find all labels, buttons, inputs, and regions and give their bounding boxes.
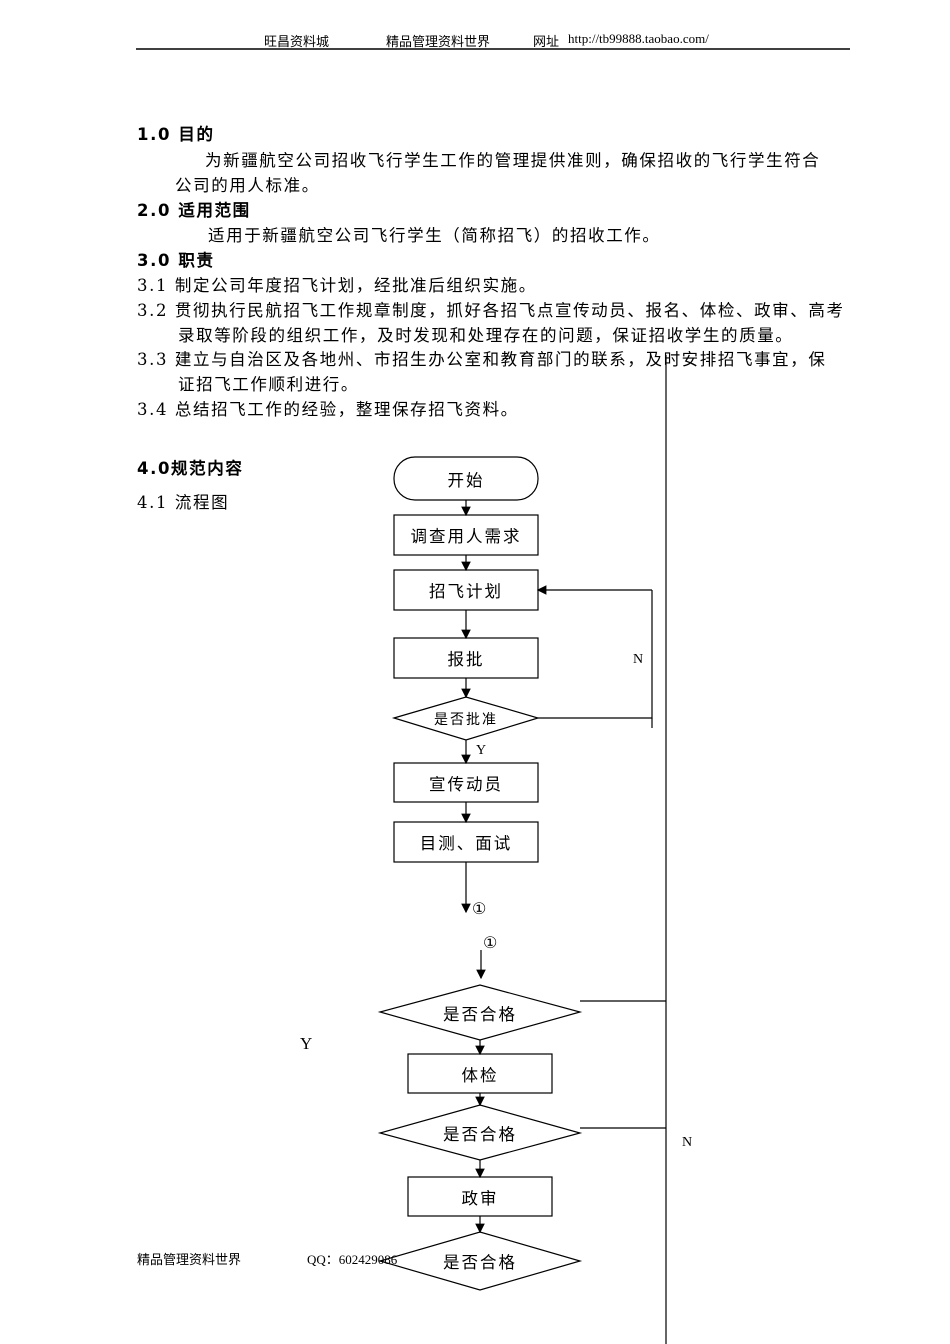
yes-label: Y — [300, 1034, 313, 1053]
no-label: N — [682, 1135, 693, 1150]
step-submit: 报批 — [447, 650, 485, 669]
header-center: 精品管理资料世界 — [386, 34, 491, 49]
list-item: 3.1 制定公司年度招飞计划，经批准后组织实施。 — [137, 276, 537, 295]
decision-qualified: 是否合格 — [443, 1253, 517, 1272]
connector-1: ① — [472, 901, 487, 918]
step-interview: 目测、面试 — [419, 834, 513, 853]
paragraph: 公司的用人标准。 — [175, 176, 320, 195]
footer-left: 精品管理资料世界 — [137, 1252, 242, 1267]
list-item: 3.2 贯彻执行民航招飞工作规章制度，抓好各招飞点宣传动员、报名、体检、政审、高… — [137, 301, 845, 320]
connector-1: ① — [483, 935, 498, 952]
start-node: 开始 — [447, 470, 485, 490]
list-item: 3.3 建立与自治区及各地州、市招生办公室和教育部门的联系，及时安排招飞事宜，保 — [137, 350, 827, 369]
decision-diamond — [377, 1104, 583, 1161]
yes-label: Y — [476, 743, 487, 758]
header-left: 旺昌资料城 — [264, 34, 330, 49]
decision-approved: 是否批准 — [434, 711, 498, 728]
paragraph: 为新疆航空公司招收飞行学生工作的管理提供准则，确保招收的飞行学生符合 — [205, 151, 821, 170]
paragraph: 适用于新疆航空公司飞行学生（简称招飞）的招收工作。 — [208, 226, 661, 245]
section-heading: 3.0 职责 — [137, 251, 215, 270]
decision-diamond — [377, 1231, 583, 1291]
section-heading: 2.0 适用范围 — [137, 201, 251, 220]
section-heading: 4.0规范内容 — [137, 459, 244, 478]
step-survey: 调查用人需求 — [410, 527, 522, 546]
footer-qq: QQ：602429086 — [307, 1252, 398, 1267]
decision-diamond — [377, 984, 583, 1041]
sub-heading: 4.1 流程图 — [137, 493, 230, 512]
list-item: 录取等阶段的组织工作，及时发现和处理存在的问题，保证招收学生的质量。 — [178, 326, 794, 345]
header-url[interactable]: http://tb99888.taobao.com/ — [568, 31, 709, 46]
no-label: N — [633, 652, 644, 667]
list-item: 3.4 总结招飞工作的经验，整理保存招飞资料。 — [137, 400, 519, 419]
step-promote: 宣传动员 — [429, 774, 503, 794]
section-heading: 1.0 目的 — [137, 125, 215, 144]
step-medical: 体检 — [461, 1065, 499, 1085]
decision-qualified: 是否合格 — [443, 1004, 517, 1024]
header-url-label: 网址 — [533, 34, 560, 49]
step-plan: 招飞计划 — [429, 582, 503, 601]
list-item: 证招飞工作顺利进行。 — [178, 375, 359, 394]
step-political-review: 政审 — [461, 1188, 499, 1208]
decision-qualified: 是否合格 — [443, 1124, 517, 1144]
